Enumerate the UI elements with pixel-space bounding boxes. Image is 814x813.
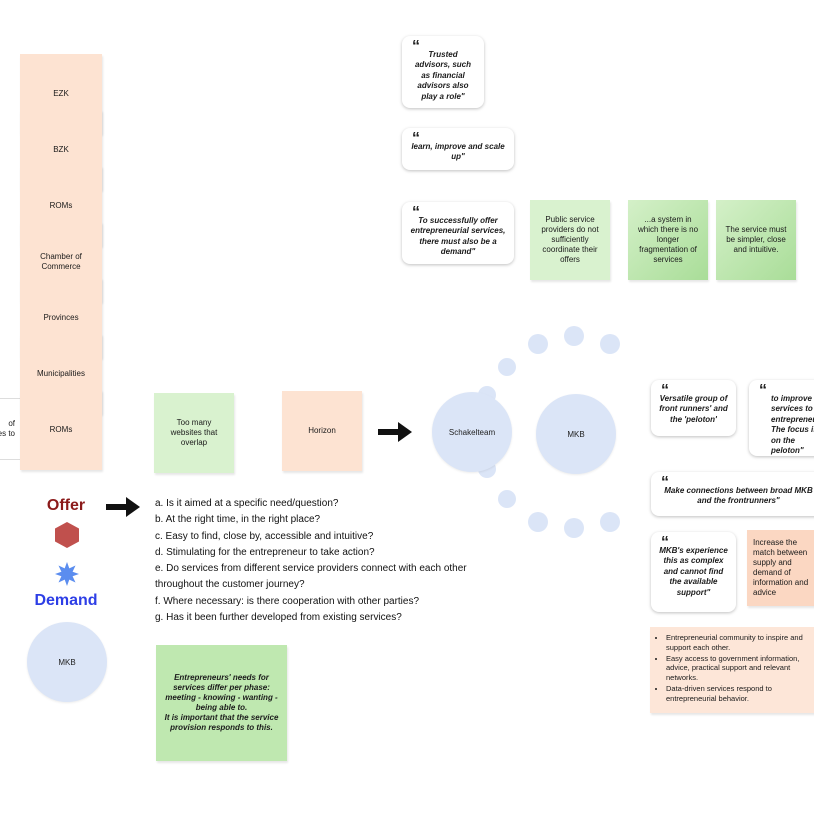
quote-mkb-experience: “ MKB's experience this as complex and c… (651, 532, 736, 612)
bullet-item: Easy access to government information, a… (666, 654, 814, 683)
quote-mark-icon: “ (759, 382, 767, 399)
quote-mark-icon: “ (412, 130, 420, 147)
note-horizon: Horizon (282, 391, 362, 471)
question-d: d. Stimulating for the entrepreneur to t… (155, 546, 375, 558)
circle-mkb-legend: MKB (27, 622, 107, 702)
quote-learn-improve: “ learn, improve and scale up" (402, 128, 514, 170)
question-f: f. Where necessary: is there cooperation… (155, 595, 420, 607)
question-e: e. Do services from different service pr… (155, 563, 467, 575)
question-c: c. Easy to find, close by, accessible an… (155, 530, 374, 542)
star-burst-icon (55, 562, 79, 586)
quote-make-connections: “ Make connections between broad MKB and… (651, 472, 814, 516)
sticky-provinces-label: Provinces (43, 313, 79, 322)
bullets-list: Entrepreneurial community to inspire and… (656, 633, 814, 703)
bullets-note: Entrepreneurial community to inspire and… (650, 627, 814, 713)
bullet-item: Entrepreneurial community to inspire and… (666, 633, 814, 653)
circle-mkb-center: MKB (536, 394, 616, 474)
question-a: a. Is it aimed at a specific need/questi… (155, 498, 339, 509)
ring-dot (498, 358, 516, 376)
arrow-right-icon (106, 497, 140, 517)
sticky-municipalities-label: Municipalities (36, 369, 86, 378)
quote-versatile-group: “ Versatile group of front runners' and … (651, 380, 736, 436)
bullet-item: Data-driven services respond to entrepre… (666, 684, 814, 704)
note-coordination: Public service providers do not sufficie… (530, 200, 610, 280)
ring-dot (498, 490, 516, 508)
ring-dot (528, 512, 548, 532)
legend-demand-label: Demand (34, 592, 98, 609)
quote-mark-icon: “ (661, 382, 669, 399)
quote-improve-services: “ to improve services to entrepreneurs. … (749, 380, 814, 456)
circle-schakelteam: Schakelteam (432, 392, 512, 472)
questions-list: a. Is it aimed at a specific need/questi… (155, 496, 467, 626)
sticky-roms-2: ROMs (20, 390, 102, 470)
ring-dot (600, 334, 620, 354)
ring-dot (600, 512, 620, 532)
note-increase-match: Increase the match between supply and de… (747, 530, 814, 606)
sticky-roms-1-label: ROMs (49, 201, 73, 210)
legend-offer-label: Offer (46, 497, 86, 514)
quote-demand: “ To successfully offer entrepreneurial … (402, 202, 514, 264)
arrow-right-icon (378, 422, 412, 442)
ring-dot (528, 334, 548, 354)
sticky-roms-2-label: ROMs (49, 425, 73, 434)
note-entrepreneurs-needs: Entrepreneurs' needs for services differ… (156, 645, 287, 761)
ring-dot (564, 518, 584, 538)
question-e-cont: throughout the customer journey? (155, 579, 305, 591)
quote-mark-icon: “ (661, 534, 669, 551)
quote-mark-icon: “ (412, 38, 420, 55)
quote-mark-icon: “ (661, 474, 669, 491)
quote-trusted-advisors: “ Trusted advisors, such as financial ad… (402, 36, 484, 108)
sticky-ezk-label: EZK (53, 89, 69, 98)
note-simpler: The service must be simpler, close and i… (716, 200, 796, 280)
sticky-bzk-label: BZK (53, 145, 69, 154)
quote-mark-icon: “ (412, 204, 420, 221)
edge-card: of es to (0, 398, 22, 460)
hexagon-icon (55, 522, 79, 548)
question-g: g. Has it been further developed from ex… (155, 612, 402, 624)
question-b: b. At the right time, in the right place… (155, 514, 321, 526)
note-too-many-websites: Too many websites that overlap (154, 393, 234, 473)
note-fragmentation: ...a system in which there is no longer … (628, 200, 708, 280)
ring-dot (564, 326, 584, 346)
sticky-chamber-label: Chamber of Commerce (40, 252, 82, 271)
